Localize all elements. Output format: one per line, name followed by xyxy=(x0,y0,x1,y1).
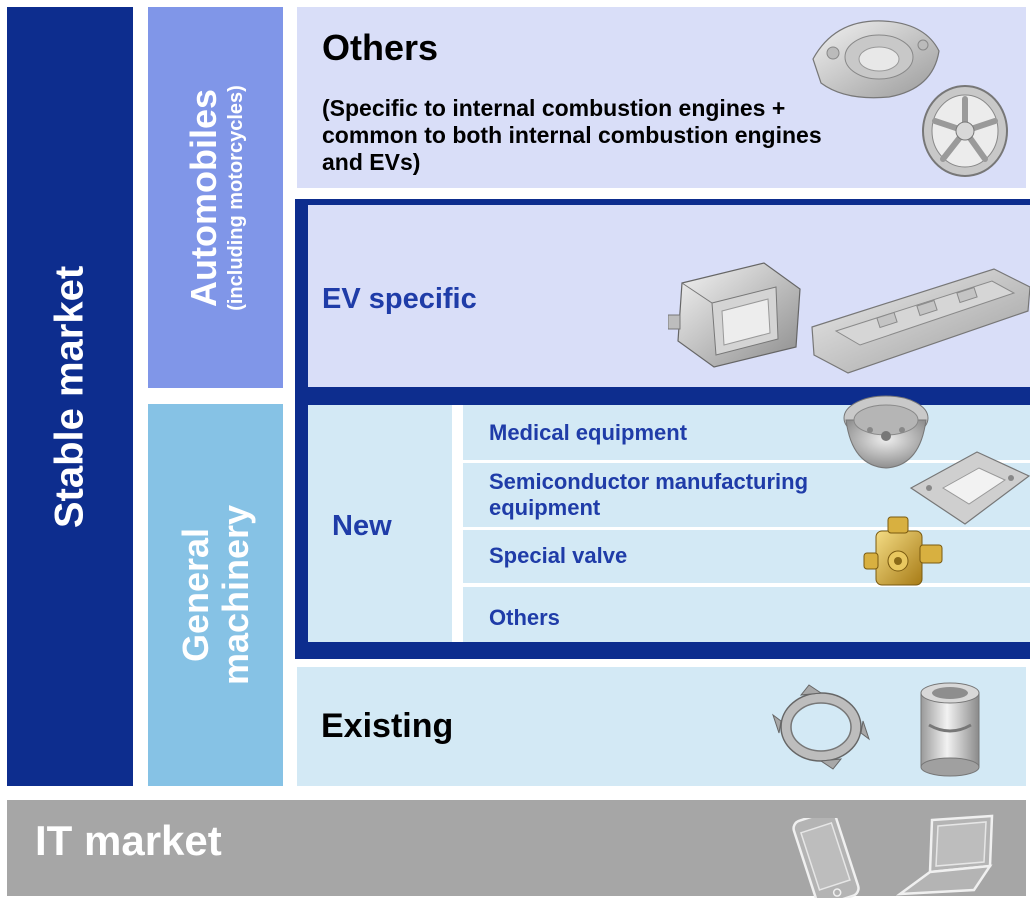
new-item-others: Others xyxy=(463,587,1030,642)
others-description: (Specific to internal combustion engines… xyxy=(322,95,822,175)
general-machinery-line2: machinery xyxy=(214,504,256,686)
others-title: Others xyxy=(322,27,439,68)
watch-case-image xyxy=(772,684,870,770)
smartphone-icon xyxy=(792,818,860,898)
medical-bowl-image xyxy=(843,395,929,469)
cylinder-sleeve-image xyxy=(920,682,980,777)
stable-market-label: Stable market xyxy=(47,265,92,528)
it-market-block: IT market xyxy=(7,800,1026,898)
stable-market-column: Stable market xyxy=(7,7,133,786)
gearbox-casing-image xyxy=(812,20,940,99)
it-market-title: IT market xyxy=(35,817,222,864)
general-machinery-line1: General xyxy=(174,527,216,663)
battery-tray-image xyxy=(811,268,1030,374)
existing-title: Existing xyxy=(321,707,454,745)
general-machinery-column: General machinery xyxy=(148,404,283,786)
semiconductor-plate-image xyxy=(909,451,1030,525)
automobiles-column: Automobiles (including motorcycles) xyxy=(148,7,283,388)
inverter-case-image xyxy=(668,262,801,368)
wheel-image xyxy=(922,85,1008,177)
new-segment-label-box: New xyxy=(308,405,452,642)
ev-specific-title: EV specific xyxy=(322,283,477,315)
ev-specific-block: EV specific xyxy=(308,205,1030,387)
others-block: Others (Specific to internal combustion … xyxy=(297,7,1026,188)
new-item-medical-equipment: Medical equipment xyxy=(463,405,1030,460)
automobiles-label: Automobiles xyxy=(182,88,224,307)
automobiles-sublabel: (including motorcycles) xyxy=(224,84,247,311)
existing-block: Existing xyxy=(297,667,1026,786)
laptop-icon xyxy=(895,814,994,896)
new-segment-label: New xyxy=(332,510,392,542)
brass-valve-image xyxy=(863,516,943,586)
